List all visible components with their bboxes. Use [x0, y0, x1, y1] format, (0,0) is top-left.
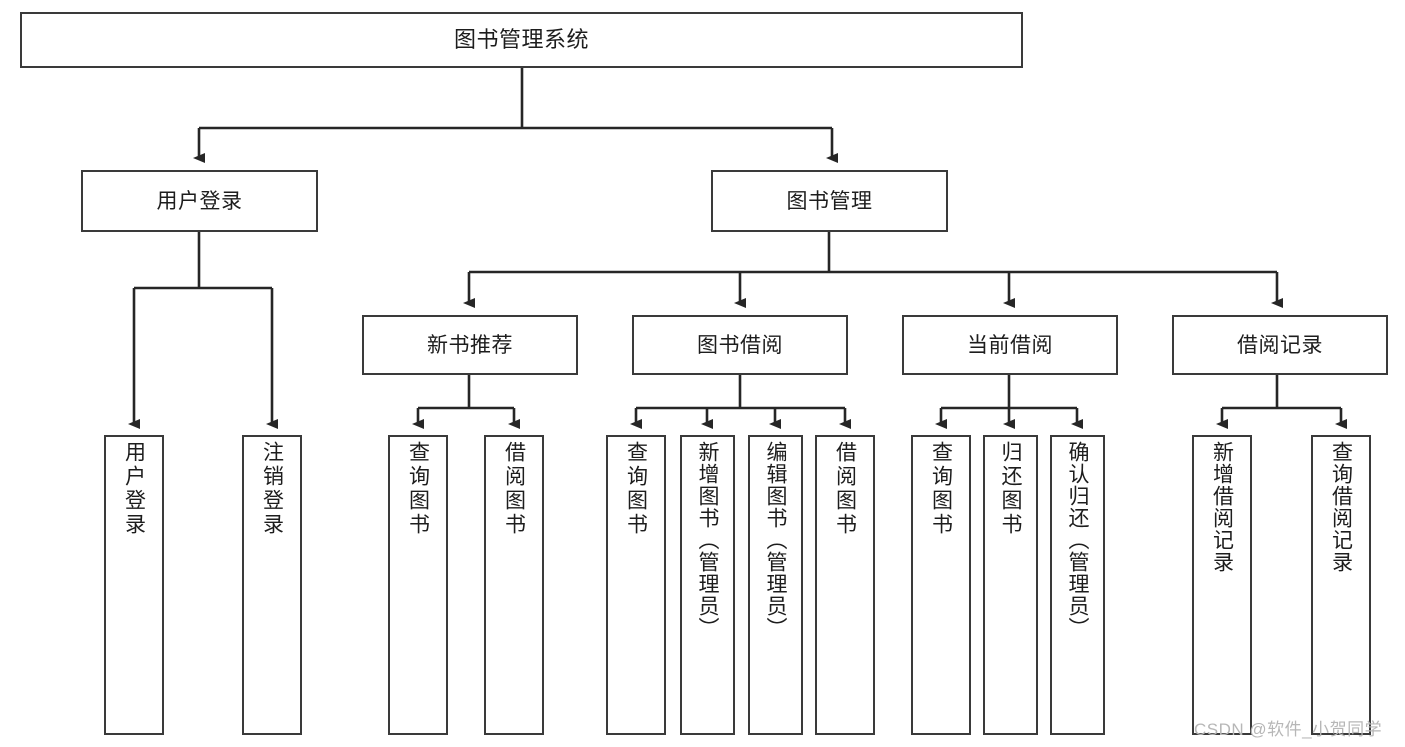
node-label: 当前借阅: [967, 333, 1053, 357]
node-label: 图书管理: [786, 189, 873, 213]
node-label: 借阅图书: [502, 441, 526, 537]
node-label: 借阅图书: [833, 441, 857, 537]
node-current-borrow[interactable]: 当前借阅: [902, 315, 1118, 375]
node-label: 查询借阅记录: [1329, 441, 1353, 573]
node-leaf-edit-book-admin[interactable]: 编辑图书（管理员）: [748, 435, 803, 735]
node-label: 用户登录: [156, 189, 243, 213]
node-leaf-query-borrow-record[interactable]: 查询借阅记录: [1311, 435, 1371, 735]
node-leaf-confirm-return-admin[interactable]: 确认归还（管理员）: [1050, 435, 1105, 735]
node-user-login[interactable]: 用户登录: [81, 170, 318, 232]
node-leaf-add-book-admin[interactable]: 新增图书（管理员）: [680, 435, 735, 735]
node-book-management[interactable]: 图书管理: [711, 170, 948, 232]
node-borrow-record[interactable]: 借阅记录: [1172, 315, 1388, 375]
node-label: 借阅记录: [1237, 333, 1323, 357]
node-leaf-query-book-1[interactable]: 查询图书: [388, 435, 448, 735]
node-label: 查询图书: [624, 441, 648, 537]
node-leaf-user-login[interactable]: 用户登录: [104, 435, 164, 735]
node-label: 确认归还（管理员）: [1066, 441, 1089, 639]
node-label: 归还图书: [999, 441, 1022, 537]
node-book-borrow[interactable]: 图书借阅: [632, 315, 848, 375]
node-label: 图书借阅: [697, 333, 783, 357]
node-label: 新书推荐: [427, 333, 513, 357]
node-new-book-recommend[interactable]: 新书推荐: [362, 315, 578, 375]
node-label: 编辑图书（管理员）: [764, 441, 787, 639]
node-leaf-add-borrow-record[interactable]: 新增借阅记录: [1192, 435, 1252, 735]
node-label: 新增图书（管理员）: [696, 441, 719, 639]
node-leaf-query-book-3[interactable]: 查询图书: [911, 435, 971, 735]
node-leaf-return-book[interactable]: 归还图书: [983, 435, 1038, 735]
node-leaf-borrow-book-2[interactable]: 借阅图书: [815, 435, 875, 735]
node-label: 注销登录: [260, 441, 284, 537]
node-label: 查询图书: [929, 441, 953, 537]
node-leaf-logout-login[interactable]: 注销登录: [242, 435, 302, 735]
node-label: 查询图书: [406, 441, 430, 537]
node-leaf-query-book-2[interactable]: 查询图书: [606, 435, 666, 735]
node-label: 图书管理系统: [453, 27, 589, 52]
node-root-book-management-system[interactable]: 图书管理系统: [20, 12, 1023, 68]
csdn-watermark: CSDN @软件_小贺同学: [1194, 720, 1383, 739]
node-label: 用户登录: [122, 441, 146, 537]
node-leaf-borrow-book-1[interactable]: 借阅图书: [484, 435, 544, 735]
node-label: 新增借阅记录: [1210, 441, 1234, 573]
